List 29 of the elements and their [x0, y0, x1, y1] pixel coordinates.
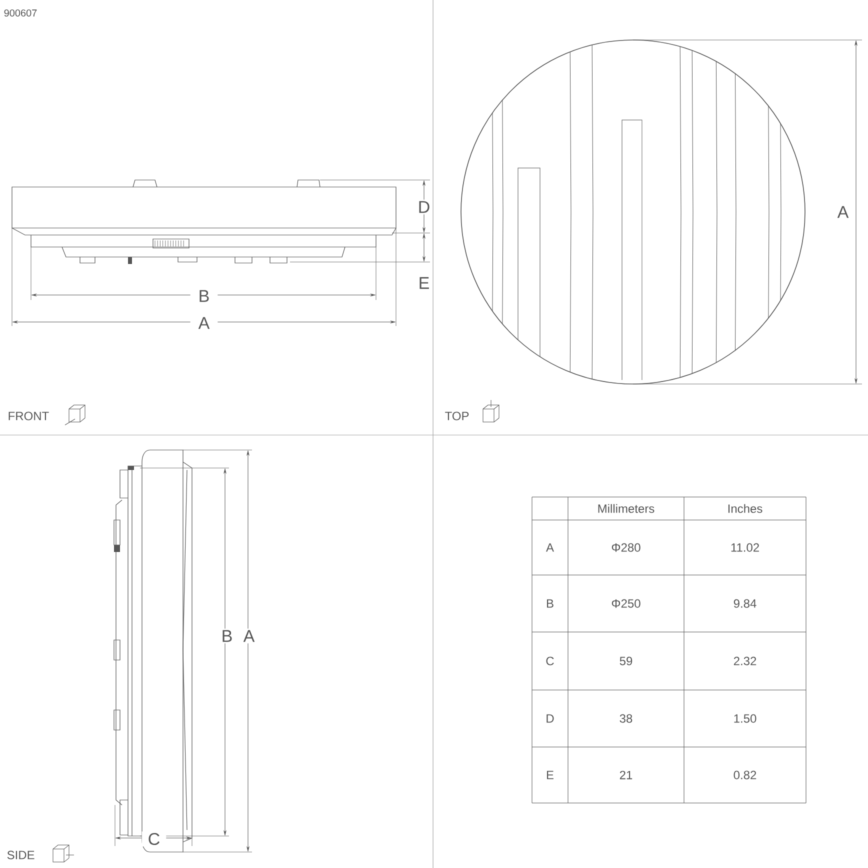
- view-label: SIDE: [7, 850, 34, 860]
- table-cell: 0.82: [734, 770, 756, 780]
- dimension-label: C: [142, 832, 166, 847]
- table-cell: B: [547, 599, 554, 608]
- table-cell: 2.32: [734, 656, 756, 666]
- view-label: TOP: [445, 412, 469, 420]
- table-cell: 38: [620, 714, 632, 723]
- table-cell: Inches: [728, 504, 762, 513]
- table-cell: Millimeters: [598, 504, 654, 513]
- view-label: FRONT: [8, 412, 49, 420]
- table-cell: Φ280: [612, 543, 640, 552]
- dimension-label: B: [220, 628, 234, 644]
- table-cell: E: [547, 770, 554, 780]
- part-number: 900607: [4, 9, 37, 17]
- dimension-label: A: [190, 316, 218, 330]
- table-cell: 1.50: [734, 714, 756, 723]
- table-cell: 11.02: [731, 543, 759, 552]
- dimension-label: E: [416, 276, 432, 290]
- table-cell: D: [546, 714, 554, 723]
- table-cell: 59: [620, 656, 632, 666]
- table-cell: 9.84: [734, 599, 756, 608]
- table-cell: Φ250: [612, 599, 640, 608]
- table-cell: 21: [620, 770, 632, 780]
- table-cell: A: [546, 543, 554, 552]
- table-cell: C: [546, 656, 554, 666]
- dimension-label: A: [242, 628, 256, 644]
- dimension-label: B: [190, 288, 218, 304]
- dimension-label: D: [416, 200, 432, 214]
- dimension-label: A: [836, 204, 850, 220]
